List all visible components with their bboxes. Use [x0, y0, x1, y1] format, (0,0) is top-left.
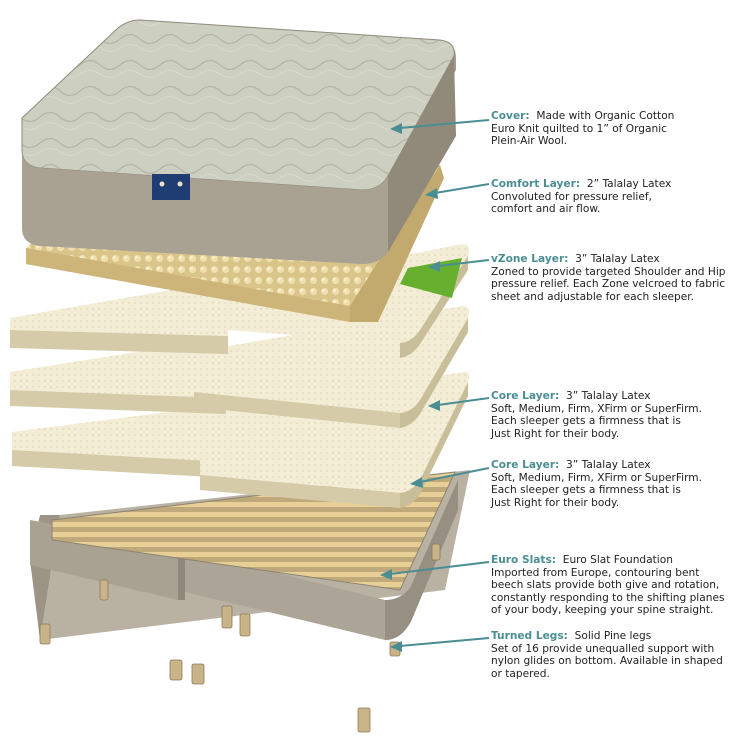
callout-line: Convoluted for pressure relief,: [491, 190, 652, 203]
callout-line: Imported from Europe, contouring bent: [491, 566, 700, 579]
callout-title: Euro Slats:: [491, 554, 556, 566]
callout-line: pressure relief. Each Zone velcroed to f…: [491, 278, 726, 291]
callout-line: 3” Talalay Latex: [575, 253, 660, 265]
callout-title: Turned Legs:: [491, 630, 568, 642]
callout-line: of your body, keeping your spine straigh…: [491, 604, 714, 617]
callout-line: beech slats provide both give and rotati…: [491, 579, 720, 592]
callout-line: comfort and air flow.: [491, 203, 601, 216]
callout-title: Core Layer:: [491, 390, 560, 402]
callout-line: Euro Knit quilted to 1” of Organic: [491, 122, 667, 135]
callout-line: Solid Pine legs: [574, 630, 652, 642]
callout-line: Just Right for their body.: [491, 427, 620, 440]
callout-line: Just Right for their body.: [491, 496, 620, 509]
callout-title: vZone Layer:: [491, 253, 569, 265]
callout-turned-legs: Turned Legs: Solid Pine legs Set of 16 p…: [491, 630, 747, 680]
callout-line: Soft, Medium, Firm, XFirm or SuperFirm.: [491, 402, 702, 415]
brand-label-patch: [152, 174, 190, 200]
callout-line: Each sleeper gets a firmness that is: [491, 484, 681, 497]
callout-title: Core Layer:: [491, 459, 560, 471]
callout-comfort-layer: Comfort Layer: 2” Talalay Latex Convolut…: [491, 178, 747, 216]
callout-line: nylon glides on bottom. Available in sha…: [491, 655, 723, 668]
callout-core-layer-1: Core Layer: 3” Talalay Latex Soft, Mediu…: [491, 390, 747, 440]
callout-line: Euro Slat Foundation: [562, 554, 673, 566]
leader-arrows: [380, 119, 490, 652]
callout-line: Zoned to provide targeted Shoulder and H…: [491, 265, 726, 278]
callout-line: Plein-Air Wool.: [491, 135, 568, 148]
callout-line: 3” Talalay Latex: [566, 390, 651, 402]
callout-title: Comfort Layer:: [491, 178, 581, 190]
callout-line: 3” Talalay Latex: [566, 459, 651, 471]
callout-line: sheet and adjustable for each sleeper.: [491, 290, 695, 303]
callout-line: constantly responding to the shifting pl…: [491, 591, 725, 604]
callout-line: Made with Organic Cotton: [536, 110, 675, 122]
callout-line: Soft, Medium, Firm, XFirm or SuperFirm.: [491, 471, 702, 484]
callout-title: Cover:: [491, 110, 530, 122]
callout-euro-slats: Euro Slats: Euro Slat Foundation Importe…: [491, 554, 747, 617]
callout-cover: Cover: Made with Organic Cotton Euro Kni…: [491, 110, 747, 148]
callout-line: Set of 16 provide unequalled support wit…: [491, 642, 715, 655]
callout-line: Each sleeper gets a firmness that is: [491, 415, 681, 428]
callout-core-layer-2: Core Layer: 3” Talalay Latex Soft, Mediu…: [491, 459, 747, 509]
callout-vzone-layer: vZone Layer: 3” Talalay Latex Zoned to p…: [491, 253, 747, 303]
mattress-cover: [21, 19, 456, 264]
callout-line: 2” Talalay Latex: [586, 178, 672, 190]
callout-line: or tapered.: [491, 667, 550, 680]
